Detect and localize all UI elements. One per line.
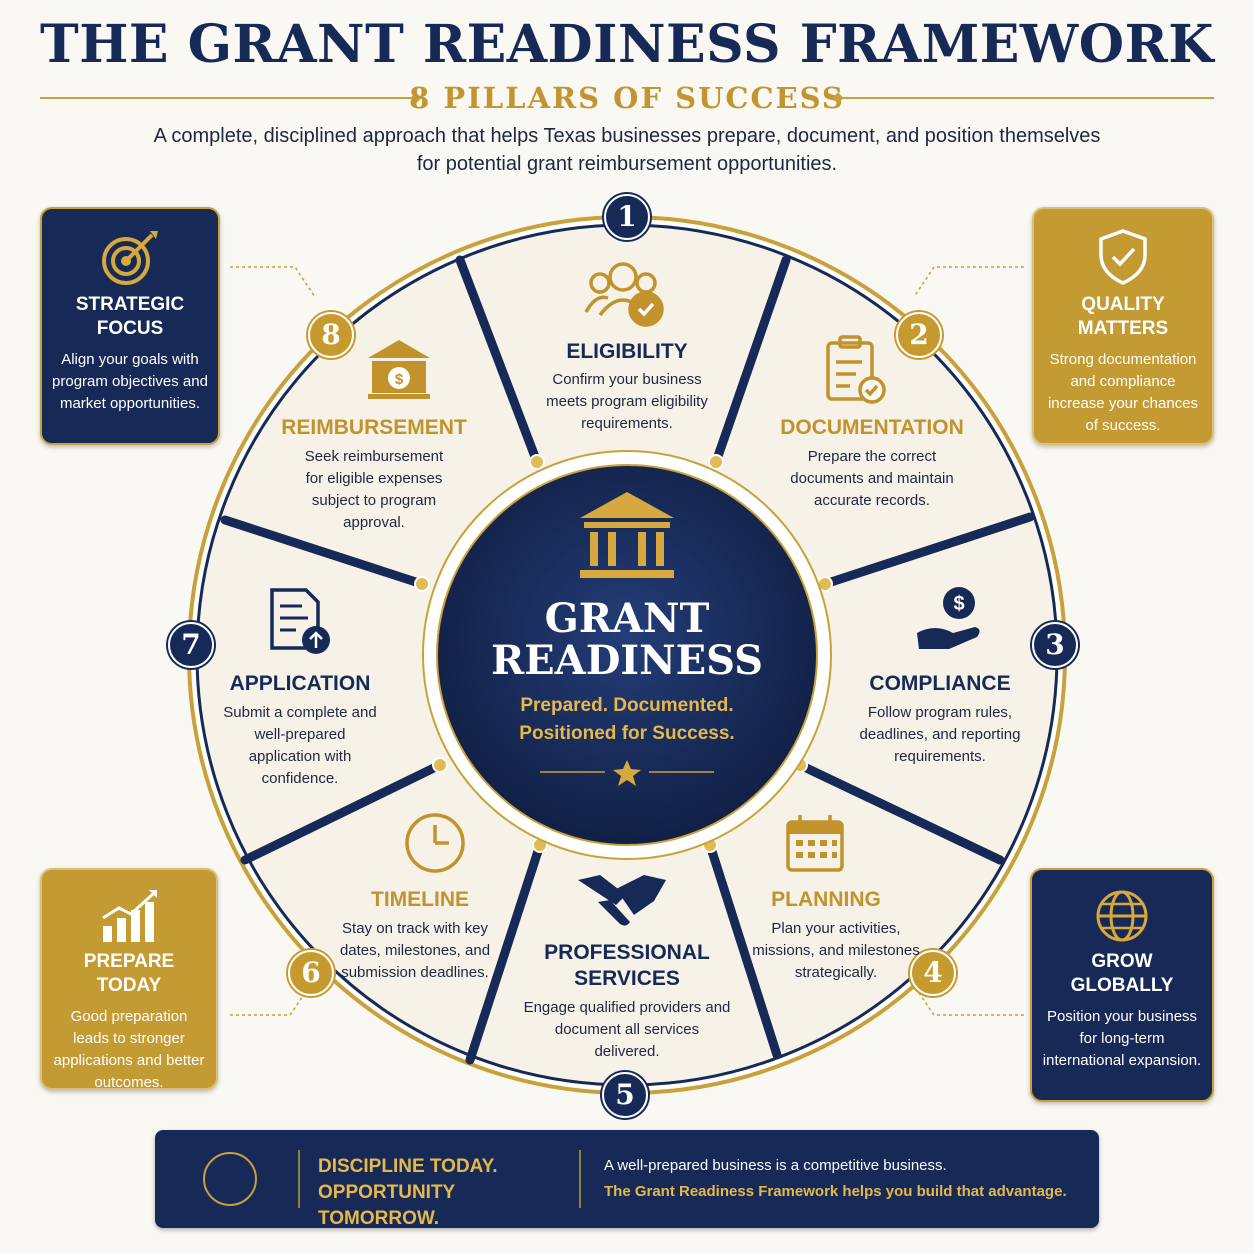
bottom-banner: DISCIPLINE TODAY. OPPORTUNITY TOMORROW. … <box>155 1130 1099 1229</box>
card-grow-globally-title-line1: GROW <box>1091 951 1153 972</box>
shield-check-icon <box>1099 229 1147 285</box>
handshake-icon <box>578 875 666 926</box>
card-grow-globally: GROW GLOBALLY Position your business for… <box>1030 868 1214 1102</box>
pillar-title-eligibility: ELIGIBILITY <box>566 340 688 363</box>
center-tagline-line2: Positioned for Success. <box>519 723 735 744</box>
clock-icon <box>405 813 465 873</box>
center-title-line1: GRANT <box>544 595 710 642</box>
pillar-number-8: 8 <box>308 312 354 358</box>
segment-dividers <box>220 255 1035 1065</box>
card-strategic-focus-title-line1: STRATEGIC <box>75 294 185 315</box>
banner-slogan-line1: DISCIPLINE TODAY. <box>318 1156 498 1177</box>
card-quality-matters-text: Strong documentation and compliance incr… <box>1047 351 1199 434</box>
card-prepare-today: PREPARE TODAY Good preparation leads to … <box>40 868 218 1091</box>
svg-text:$: $ <box>953 593 964 615</box>
card-grow-globally-title-line2: GLOBALLY <box>1070 975 1174 996</box>
pillar-text-application: Submit a complete and well-prepared appl… <box>223 704 377 787</box>
center-title-line2: READINESS <box>490 637 764 684</box>
page-title: THE GRANT READINESS FRAMEWORK <box>40 14 1214 75</box>
card-prepare-today-text: Good preparation leads to stronger appli… <box>53 1008 205 1091</box>
pillar-title-professional-services-line2: SERVICES <box>574 967 680 990</box>
banner-separator-right <box>579 1150 581 1208</box>
banner-separator-left <box>298 1150 300 1208</box>
divider-right <box>834 97 1214 99</box>
trophy-badge <box>203 1152 257 1206</box>
card-prepare-today-title: PREPARE TODAY <box>83 951 175 996</box>
bank-dollar-icon: $ <box>368 340 430 399</box>
center-circle <box>436 464 818 846</box>
banner-message-line2: The Grant Readiness Framework helps you … <box>604 1183 1067 1200</box>
pillar-title-compliance: COMPLIANCE <box>869 672 1011 695</box>
pillar-number-6: 6 <box>288 950 334 996</box>
center-tagline-line1: Prepared. Documented. <box>520 695 734 716</box>
banner-slogan: DISCIPLINE TODAY. OPPORTUNITY TOMORROW. <box>318 1154 578 1232</box>
calendar-icon <box>786 815 844 872</box>
clipboard-check-icon <box>826 335 886 404</box>
globe-icon <box>1096 890 1148 942</box>
pillar-text-documentation: Prepare the correct documents and mainta… <box>790 448 954 509</box>
pillar-text-professional-services: Engage qualified providers and document … <box>523 999 731 1060</box>
card-strategic-focus-title-line2: FOCUS <box>96 318 164 339</box>
pillar-text-timeline: Stay on track with key dates, milestones… <box>339 920 491 981</box>
card-quality-matters-title-line1: QUALITY <box>1081 294 1165 315</box>
banner-slogan-line2: OPPORTUNITY TOMORROW. <box>318 1182 455 1229</box>
divider-left <box>40 97 420 99</box>
banner-message-line1: A well-prepared business is a competitiv… <box>604 1157 947 1174</box>
pillar-number-1: 1 <box>604 194 650 240</box>
pillar-title-reimbursement: REIMBURSEMENT <box>281 416 467 439</box>
pillar-number-4: 4 <box>910 950 956 996</box>
center-bank-icon <box>580 492 674 578</box>
svg-text:$: $ <box>395 371 404 388</box>
pillar-text-planning: Plan your activities, missions, and mile… <box>752 920 920 981</box>
pillar-text-compliance: Follow program rules, deadlines, and rep… <box>859 704 1021 765</box>
card-grow-globally-text: Position your business for long-term int… <box>1042 1008 1202 1069</box>
center-tagline: Prepared. Documented. Positioned for Suc… <box>470 692 784 748</box>
intro-text: A complete, disciplined approach that he… <box>153 125 1101 175</box>
pillar-number-3: 3 <box>1032 622 1078 668</box>
card-quality-matters-title: QUALITY MATTERS <box>1044 293 1202 341</box>
card-quality-matters: QUALITY MATTERS Strong documentation and… <box>1032 207 1214 445</box>
growth-chart-icon <box>102 890 157 942</box>
card-grow-globally-title: GROW GLOBALLY <box>1042 950 1202 998</box>
card-quality-matters-title-line2: MATTERS <box>1077 318 1169 339</box>
card-connectors <box>230 266 1024 1016</box>
pillar-number-7: 7 <box>168 622 214 668</box>
people-check-icon <box>584 262 664 327</box>
target-icon <box>102 231 158 285</box>
pillar-text-reimbursement: Seek reimbursement for eligible expenses… <box>304 448 444 531</box>
pillar-title-professional-services-line1: PROFESSIONAL <box>544 941 710 964</box>
page-subtitle: 8 PILLARS OF SUCCESS <box>409 81 845 115</box>
card-strategic-focus-title: STRATEGIC FOCUS <box>52 293 208 341</box>
pillar-number-2: 2 <box>896 312 942 358</box>
pillar-number-5: 5 <box>602 1072 648 1118</box>
pillar-title-documentation: DOCUMENTATION <box>780 416 964 439</box>
hand-dollar-icon: $ <box>917 587 980 649</box>
pillar-text-eligibility: Confirm your business meets program elig… <box>546 371 708 432</box>
center-star-icon <box>540 760 714 786</box>
pillar-title-application: APPLICATION <box>229 672 371 695</box>
pillar-title-professional-services: PROFESSIONAL SERVICES <box>517 940 737 992</box>
card-strategic-focus-text: Align your goals with program objectives… <box>52 351 208 412</box>
pillar-title-planning: PLANNING <box>771 888 881 911</box>
document-upload-icon <box>270 588 330 654</box>
card-strategic-focus: STRATEGIC FOCUS Align your goals with pr… <box>40 207 220 445</box>
subtitle-row: 8 PILLARS OF SUCCESS <box>40 80 1214 116</box>
pillar-title-timeline: TIMELINE <box>371 888 469 911</box>
